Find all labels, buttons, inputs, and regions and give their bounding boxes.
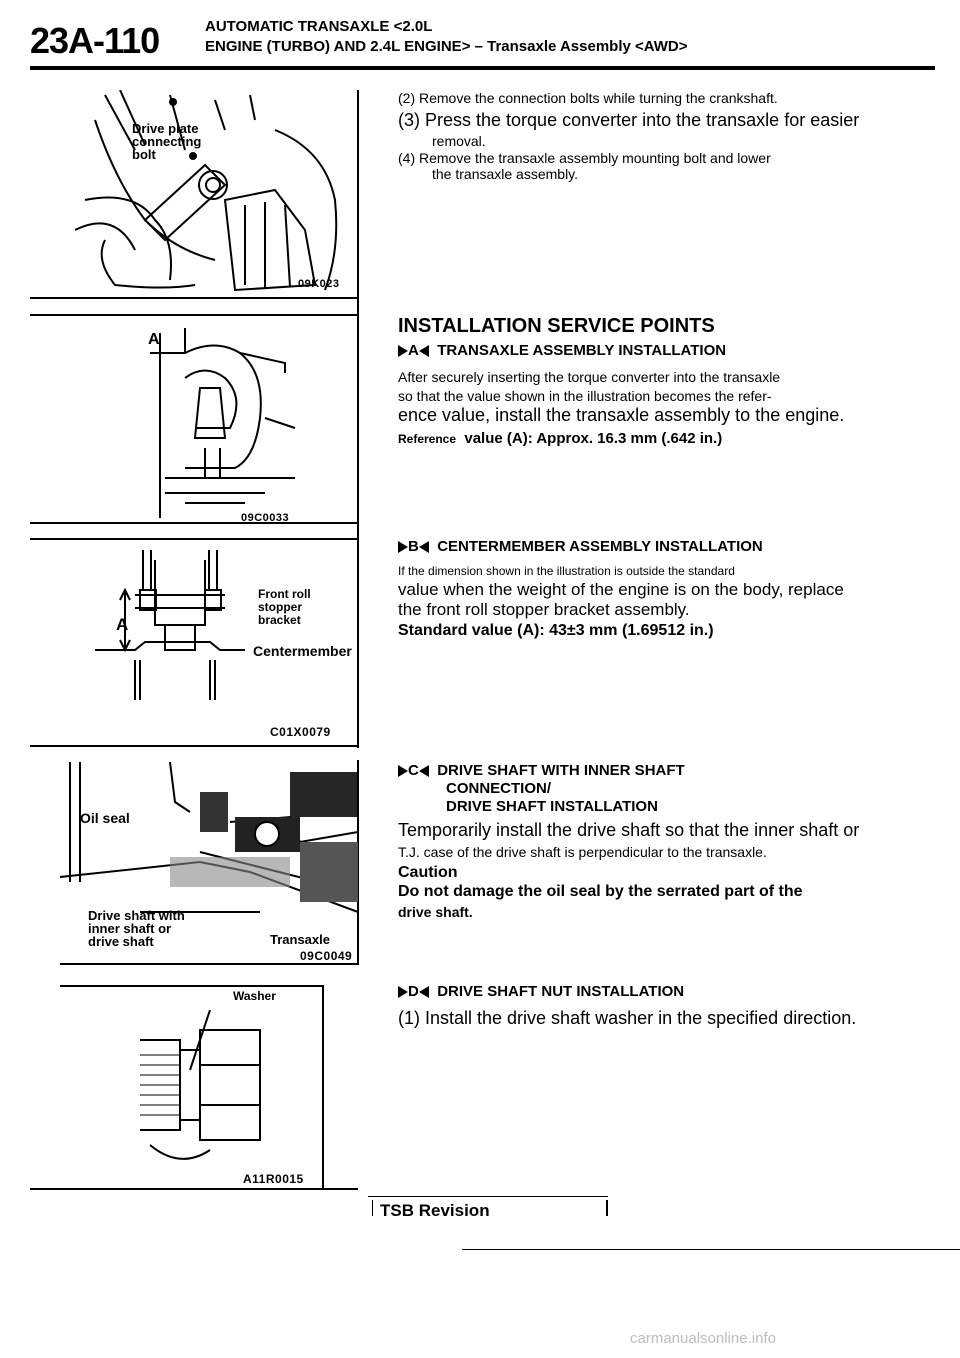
figure-code-4: 09C0049	[300, 949, 353, 963]
section-b-para-line3: the front roll stopper bracket assembly.	[398, 600, 690, 619]
figure-divider-7	[60, 985, 322, 987]
transaxle-label: Transaxle	[270, 932, 330, 947]
marker-arrow-left	[418, 765, 429, 778]
section-a-para-line2: so that the value shown in the illustrat…	[398, 388, 772, 404]
section-d-letter: D	[408, 983, 419, 1000]
watermark: carmanualsonline.info	[630, 1330, 776, 1347]
caution-text-line2: drive shaft.	[398, 904, 473, 920]
section-b-standard-value: Standard value (A): 43±3 mm (1.69512 in.…	[398, 622, 714, 639]
figure-code-5: A11R0015	[243, 1172, 304, 1186]
section-c-title: C DRIVE SHAFT WITH INNER SHAFT	[398, 762, 898, 779]
figure-code-1: 09K023	[298, 278, 340, 290]
front-roll-label-line: stopper	[258, 600, 303, 614]
section-a-title: A TRANSAXLE ASSEMBLY INSTALLATION	[398, 342, 898, 359]
figure-divider-6	[60, 963, 358, 965]
section-b-para-line1: If the dimension shown in the illustrati…	[398, 564, 735, 578]
marker-arrow-right	[398, 541, 408, 554]
centermember-illustration	[95, 550, 255, 710]
tsb-revision-label: TSB Revision	[380, 1201, 490, 1220]
figure-divider-2	[30, 314, 358, 316]
reference-label: Reference	[398, 432, 457, 446]
header-rule	[30, 66, 935, 70]
figure-divider-5	[30, 745, 358, 747]
section-d-title: D DRIVE SHAFT NUT INSTALLATION	[398, 983, 898, 1000]
marker-arrow-left	[418, 541, 429, 554]
section-a-title-text: TRANSAXLE ASSEMBLY INSTALLATION	[437, 342, 727, 359]
dimension-a-label: A	[148, 331, 160, 348]
section-a-reference: Reference value (A): Approx. 16.3 mm (.6…	[398, 430, 868, 447]
marker-arrow-left	[418, 986, 429, 999]
oil-seal-illustration	[60, 762, 358, 942]
section-c-para-line1: Temporarily install the drive shaft so t…	[398, 820, 860, 840]
header-title-line1: AUTOMATIC TRANSAXLE <2.0L	[205, 18, 433, 35]
removal-step-2: (2) Remove the connection bolts while tu…	[398, 90, 778, 106]
front-roll-stopper-label: Front roll stopper bracket	[258, 588, 311, 627]
drive-shaft-label: Drive shaft with inner shaft or drive sh…	[88, 909, 185, 948]
section-c-letter: C	[408, 762, 419, 779]
section-b-para-line2: value when the weight of the engine is o…	[398, 580, 844, 599]
marker-arrow-right	[398, 765, 408, 778]
drive-plate-illustration	[75, 90, 355, 295]
figure-code-2: 09C0033	[241, 512, 290, 524]
drive-shaft-label-line: Drive shaft with	[88, 908, 185, 923]
tsb-box-right-edge	[606, 1200, 608, 1216]
removal-step-4-cont: the transaxle assembly.	[432, 166, 579, 182]
figure-divider-8	[30, 1188, 358, 1190]
reference-value: value (A): Approx. 16.3 mm (.642 in.)	[464, 430, 723, 447]
section-b-title: B CENTERMEMBER ASSEMBLY INSTALLATION	[398, 538, 898, 555]
figure-divider-3	[30, 522, 358, 524]
figure-frame-right-3	[357, 538, 359, 748]
marker-arrow-left	[418, 345, 429, 358]
section-c-title-text: DRIVE SHAFT WITH INNER SHAFT	[437, 762, 685, 779]
figure-frame-right-5	[322, 985, 324, 1190]
dimension-a-label: A	[116, 615, 129, 634]
section-c-para-line2: T.J. case of the drive shaft is perpendi…	[398, 844, 767, 860]
drive-shaft-label-line: inner shaft or	[88, 921, 172, 936]
marker-arrow-right	[398, 986, 408, 999]
centermember-label: Centermember	[253, 643, 352, 659]
tsb-box-left-edge	[372, 1200, 373, 1216]
section-a-para-line3: ence value, install the transaxle assemb…	[398, 405, 845, 425]
tsb-revision-box: TSB Revision	[368, 1196, 608, 1225]
removal-step-4: (4) Remove the transaxle assembly mounti…	[398, 150, 771, 166]
drive-plate-label-line: bolt	[132, 147, 156, 162]
figure-frame-right-1	[357, 90, 359, 315]
section-b-title-text: CENTERMEMBER ASSEMBLY INSTALLATION	[437, 538, 763, 555]
figure-divider-1	[30, 297, 358, 299]
section-a-para-line1: After securely inserting the torque conv…	[398, 369, 781, 385]
marker-arrow-right	[398, 345, 408, 358]
figure-divider-4	[30, 538, 358, 540]
caution-label: Caution	[398, 864, 458, 881]
page-number: 23A-110	[30, 20, 160, 61]
torque-converter-illustration	[145, 318, 305, 518]
caution-text-line1: Do not damage the oil seal by the serrat…	[398, 883, 803, 900]
section-d-para-line1: (1) Install the drive shaft washer in th…	[398, 1008, 857, 1028]
figure-frame-right-4	[357, 760, 359, 965]
drive-plate-label: Drive plate connecting bolt	[132, 122, 201, 161]
removal-step-3: (3) Press the torque converter into the …	[398, 110, 860, 130]
section-b-letter: B	[408, 538, 419, 555]
section-c-title-line2: CONNECTION/	[446, 780, 551, 797]
oil-seal-label: Oil seal	[80, 810, 130, 826]
installation-heading: INSTALLATION SERVICE POINTS	[398, 315, 715, 337]
bottom-rule	[462, 1249, 960, 1250]
drive-plate-label-line: Drive plate	[132, 121, 199, 136]
front-roll-label-line: Front roll	[258, 587, 311, 601]
section-d-title-text: DRIVE SHAFT NUT INSTALLATION	[437, 983, 685, 1000]
section-c-title-line3: DRIVE SHAFT INSTALLATION	[446, 798, 658, 815]
washer-illustration	[140, 1010, 290, 1170]
drive-shaft-label-line: drive shaft	[88, 934, 154, 949]
section-a-letter: A	[408, 342, 419, 359]
removal-step-3-cont: removal.	[432, 133, 486, 149]
figure-code-3: C01X0079	[270, 725, 331, 739]
front-roll-label-line: bracket	[258, 613, 301, 627]
figure-frame-right-2	[357, 314, 359, 539]
washer-label: Washer	[233, 989, 276, 1003]
header-title-line2: ENGINE (TURBO) AND 2.4L ENGINE> – Transa…	[205, 38, 688, 55]
drive-plate-label-line: connecting	[132, 134, 202, 149]
